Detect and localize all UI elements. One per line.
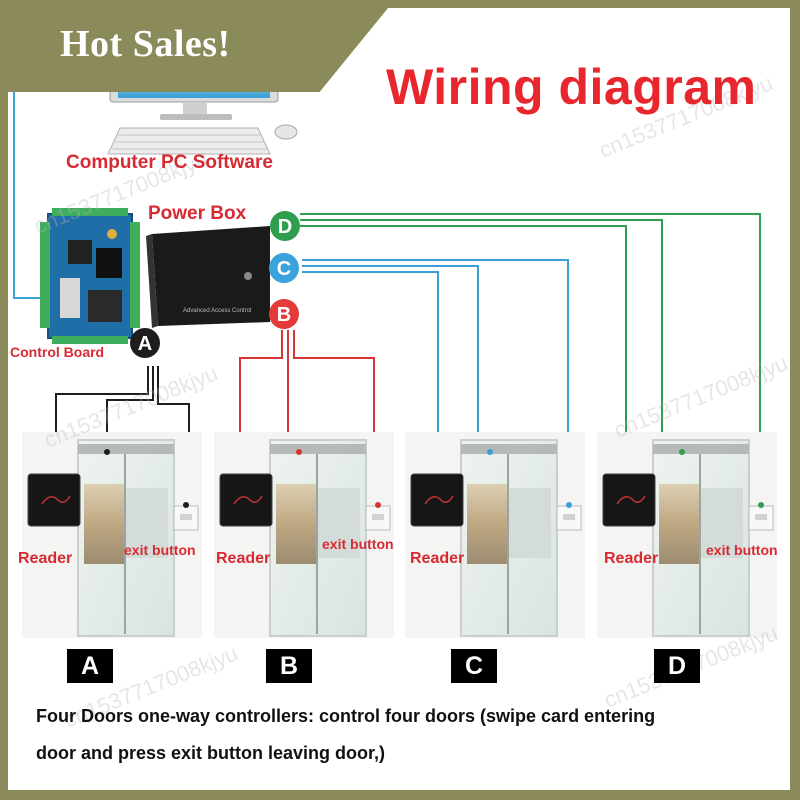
wiring-drawing: Advanced Access Control [13, 70, 790, 733]
reader-label-b: Reader [216, 550, 271, 567]
door-letter-c: C [451, 649, 497, 683]
door-interior-b [276, 484, 316, 564]
bus-d-wires [300, 213, 761, 500]
door-glass-pane-b [318, 488, 360, 558]
computer-label: Computer PC Software [66, 152, 273, 173]
door-glass-pane-c [509, 488, 551, 558]
power-box-label: Power Box [148, 203, 247, 224]
hot-sales-badge [8, 8, 388, 92]
bus-circle-d: D [270, 211, 300, 241]
power-box-panel-text: Advanced Access Control [183, 308, 251, 314]
door-letter-d: D [654, 649, 700, 683]
exit-button-face-d [755, 514, 767, 520]
bus-c-wires [302, 259, 569, 500]
reader-label-a: Reader [18, 550, 73, 567]
door-lock-bar-a [78, 444, 174, 454]
door-panel-a [22, 432, 202, 638]
power-box-image: Advanced Access Control [146, 226, 270, 328]
bus-circle-a: A [130, 328, 160, 358]
exit-button-face-b [372, 514, 384, 520]
door-lock-bar-b [270, 444, 366, 454]
reader-logo-b [233, 495, 263, 505]
card-reader-a [27, 473, 81, 527]
diagram-frame: Advanced Access Control [8, 8, 790, 790]
lock-terminal-a [104, 449, 110, 455]
reader-logo-c [424, 495, 454, 505]
card-reader-d [602, 473, 656, 527]
door-interior-a [84, 484, 124, 564]
control-board-image [40, 208, 140, 344]
door-panel-c [405, 432, 585, 638]
door-letter-a: A [67, 649, 113, 683]
exit-button-face-a [180, 514, 192, 520]
control-board-label: Control Board [10, 344, 105, 360]
bus-circle-b: B [269, 299, 299, 329]
bus-label-b: B [277, 304, 291, 326]
lock-terminal-b [296, 449, 302, 455]
card-reader-c [410, 473, 464, 527]
bus-circle-c: C [269, 253, 299, 283]
caption-line-1: Four Doors one-way controllers: control … [36, 706, 656, 726]
reader-logo-d [616, 495, 646, 505]
reader-label-c: Reader [410, 550, 465, 567]
exit-terminal-d [758, 502, 764, 508]
exit-label-b: exit button [322, 536, 394, 552]
lock-terminal-d [679, 449, 685, 455]
door-letter-b: B [266, 649, 312, 683]
exit-button-b [365, 505, 391, 531]
door-panel-b [214, 432, 394, 638]
caption-line-2: door and press exit button leaving door,… [36, 743, 386, 763]
bus-label-a: A [138, 333, 152, 355]
door-interior-c [467, 484, 507, 564]
door-panels [22, 432, 777, 638]
bus-b-wires [239, 330, 375, 496]
exit-terminal-c [566, 502, 572, 508]
watermark-4: cn1537717008kjyu [611, 350, 790, 442]
door-glass-pane-d [701, 488, 743, 558]
exit-terminal-a [183, 502, 189, 508]
pc-link-wire [13, 90, 48, 299]
door-glass-pane-a [126, 488, 168, 558]
lock-terminal-c [487, 449, 493, 455]
door-panel-d [597, 432, 777, 638]
hot-sales-text: Hot Sales! [60, 23, 231, 65]
reader-label-d: Reader [604, 550, 659, 567]
card-reader-b [219, 473, 273, 527]
diagram-title: Wiring diagram [386, 59, 757, 115]
reader-logo-a [41, 495, 71, 505]
door-lock-bar-d [653, 444, 749, 454]
exit-label-a: exit button [124, 542, 196, 558]
bus-label-d: D [278, 216, 292, 238]
exit-terminal-b [375, 502, 381, 508]
bus-label-c: C [277, 258, 291, 280]
exit-button-face-c [563, 514, 575, 520]
door-lock-bar-c [461, 444, 557, 454]
exit-label-d: exit button [706, 542, 778, 558]
door-interior-d [659, 484, 699, 564]
